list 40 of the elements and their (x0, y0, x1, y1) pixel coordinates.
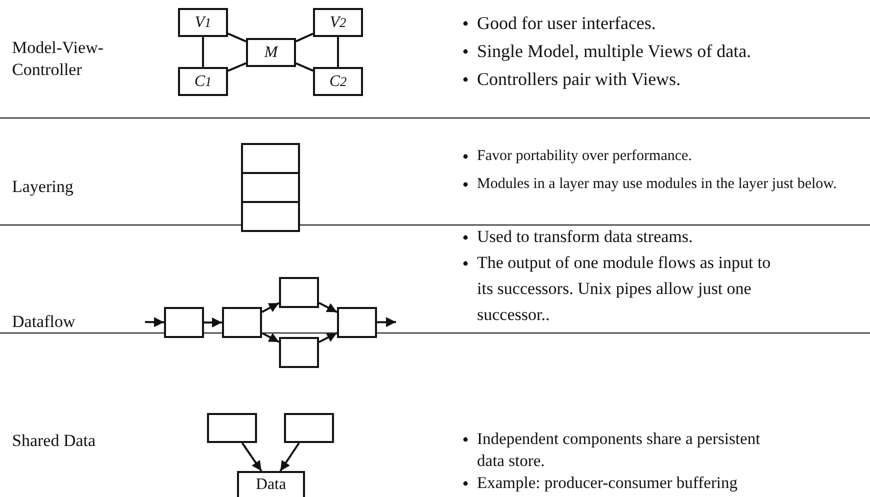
data-store-box: Data (237, 471, 305, 497)
bullet-point: Favor portability over performance. (477, 147, 693, 166)
layer-box (241, 172, 300, 203)
arrow (376, 317, 396, 328)
arrow (241, 442, 262, 472)
connector-line (296, 32, 314, 42)
layer-box (241, 143, 300, 174)
arrow (144, 317, 164, 328)
bullet-point: Modules in a layer may use modules in the layer just below. (477, 175, 838, 194)
connector-line (296, 62, 314, 72)
layer-box (241, 201, 300, 232)
module-box (279, 337, 319, 368)
arrow (318, 302, 338, 314)
module-box (222, 307, 262, 338)
connector-line (337, 37, 339, 67)
module-box (284, 413, 334, 443)
module-box (279, 277, 319, 308)
bullet-point: Good for user interfaces. (477, 12, 657, 35)
module-box (207, 413, 257, 443)
row-title: Dataflow (12, 311, 76, 333)
arrow (318, 332, 338, 344)
row-title: Layering (12, 176, 74, 198)
bullet-point: The output of one module flows as input to its successors. Unix pipes allow just one successor.. (477, 252, 772, 326)
arrow (262, 302, 280, 313)
row-title: Model-View-Controller (12, 37, 105, 81)
bullet-point: Used to transform data streams. (477, 226, 694, 248)
row-title: Shared Data (12, 430, 97, 452)
module-box (337, 307, 377, 338)
module-box (164, 307, 204, 338)
connector-line (202, 37, 204, 67)
arrow (262, 332, 280, 343)
bullet-point: Single Model, multiple Views of data. (477, 40, 752, 63)
bullet-point: Example: producer-consumer buffering (477, 472, 739, 494)
arrow (204, 318, 222, 328)
arrow (280, 442, 300, 472)
connector-line (228, 62, 246, 72)
connector-line (228, 32, 246, 42)
component-box: M (246, 38, 296, 67)
bullet-point: Independent components share a persistent data store. (477, 428, 762, 472)
bullet-point: Controllers pair with Views. (477, 68, 682, 91)
